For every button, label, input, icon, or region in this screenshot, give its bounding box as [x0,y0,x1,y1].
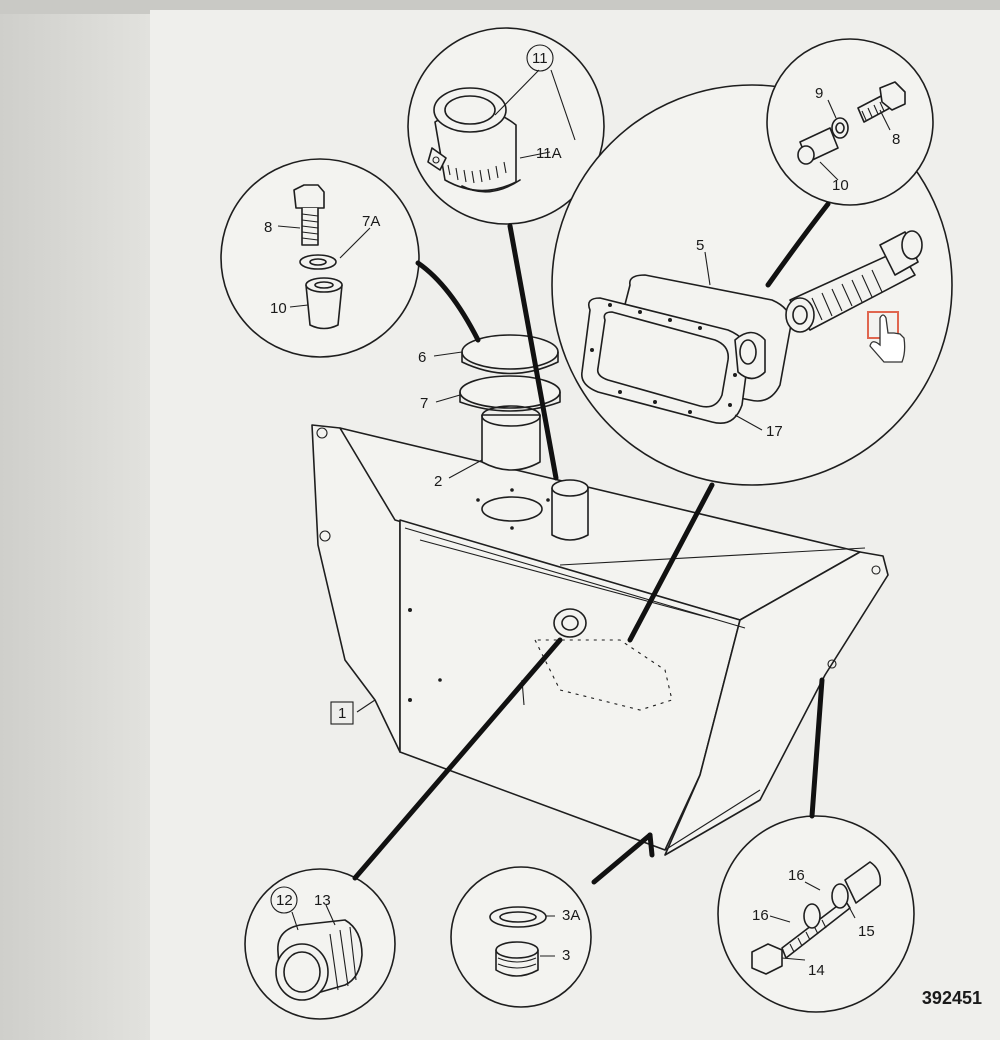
detail-circle-drain-plug [244,868,396,1020]
access-cover-assembly [459,334,561,471]
callout-6: 6 [418,349,426,366]
callout-13: 13 [314,892,331,909]
callout-17: 17 [766,423,783,440]
callout-12: 12 [276,892,293,909]
callout-labels: 8 7A 10 11 11A 5 17 9 8 10 6 7 2 1 12 13… [264,44,900,979]
callout-7a: 7A [362,213,380,230]
detail-circle-bolt-washer-spacer [220,158,420,358]
callout-8-b: 8 [892,131,900,148]
callout-15: 15 [858,923,875,940]
drawing-number: 392451 [921,988,982,1008]
callout-10-b: 10 [832,177,849,194]
callout-3a: 3A [562,907,580,924]
callout-2: 2 [434,473,442,490]
callout-16-a: 16 [788,867,805,884]
callout-1: 1 [338,705,346,722]
callout-9: 9 [815,85,823,102]
callout-3: 3 [562,947,570,964]
callout-8-a: 8 [264,219,272,236]
callout-11: 11 [532,50,548,67]
callout-14: 14 [808,962,825,979]
detail-circle-bolt-assembly [766,38,934,206]
leader-lines [352,201,831,885]
callout-7: 7 [420,395,428,412]
callout-16-b: 16 [752,907,769,924]
detail-circle-plug-washer [450,866,592,1008]
callout-10-a: 10 [270,300,287,317]
callout-11a: 11A [536,145,562,162]
detail-circle-filler-cap [407,27,605,225]
detail-circle-stud-assembly [717,815,915,1013]
callout-pointers [277,69,891,961]
fuel-tank-body [311,424,889,856]
callout-5: 5 [696,237,704,254]
hand-pointer-cursor-icon[interactable] [867,311,906,363]
